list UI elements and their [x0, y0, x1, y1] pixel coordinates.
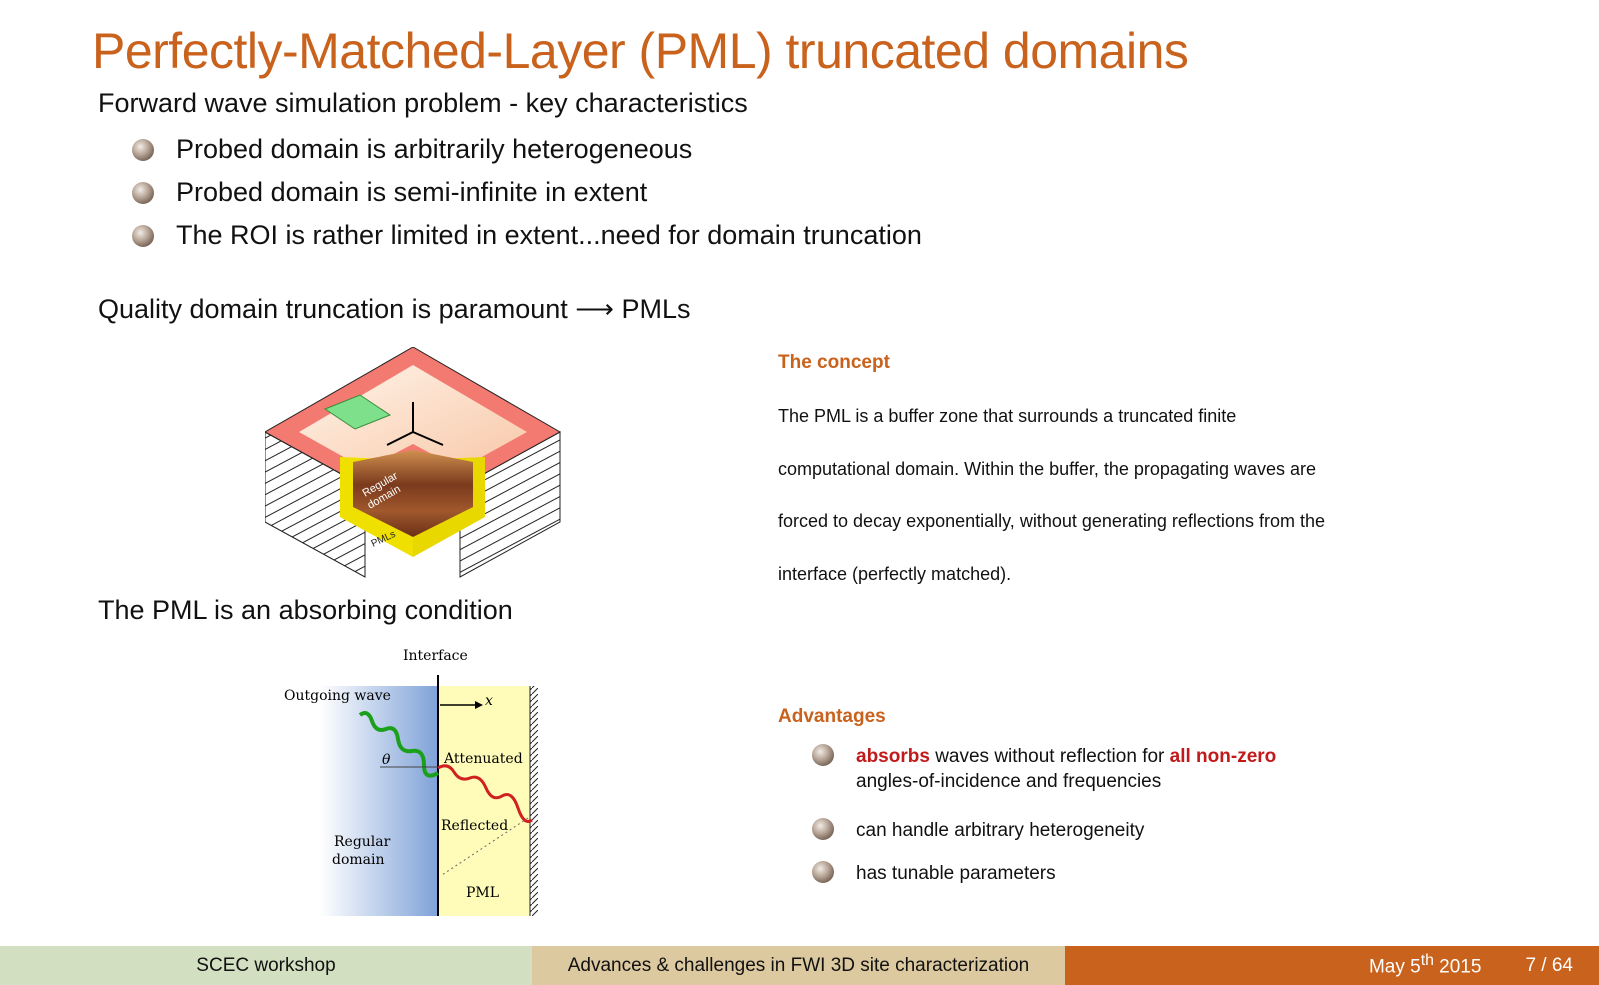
- concept-line: forced to decay exponentially, without g…: [778, 511, 1325, 531]
- text: has tunable parameters: [856, 863, 1056, 884]
- text: angles-of-incidence and frequencies: [856, 771, 1162, 792]
- section-heading: Forward wave simulation problem - key ch…: [98, 88, 748, 118]
- concept-line: computational domain. Within the buffer,…: [778, 458, 1316, 479]
- section-heading-truncation: Quality domain truncation is paramount ⟶…: [98, 294, 691, 325]
- advantages-title: Advantages: [778, 706, 886, 727]
- bullet-text: Probed domain is semi-infinite in extent: [176, 177, 648, 207]
- domain-label: domain: [332, 852, 385, 868]
- concept-title: The concept: [778, 352, 890, 373]
- bullet-text: Probed domain is arbitrarily heterogeneo…: [176, 134, 693, 164]
- footer-talk: Advances & challenges in FWI 3D site cha…: [532, 946, 1065, 985]
- heading-text: PMLs: [621, 294, 691, 324]
- footer-event: SCEC workshop: [0, 946, 532, 985]
- bullet-text: The ROI is rather limited in extent...ne…: [176, 220, 922, 250]
- bullet-item: Probed domain is arbitrarily heterogeneo…: [132, 134, 692, 165]
- concept-line: The PML is a buffer zone that surrounds …: [778, 406, 1237, 426]
- bullet-ball-icon: [812, 744, 834, 766]
- slide-title: Perfectly-Matched-Layer (PML) truncated …: [92, 23, 1189, 79]
- bullet-ball-icon: [132, 224, 154, 247]
- heading-text: Quality domain truncation is paramount: [98, 294, 568, 324]
- bullet-ball-icon: [132, 138, 154, 161]
- event-name: SCEC workshop: [196, 954, 336, 976]
- attenuated-label: Attenuated: [443, 751, 523, 767]
- text: can handle arbitrary heterogeneity: [856, 820, 1145, 841]
- bullet-ball-icon: [132, 181, 154, 204]
- interface-label: Interface: [403, 648, 468, 664]
- pml-interface-figure: Interface Outgoing wave x θ Attenuated R…: [284, 648, 538, 916]
- long-arrow-icon: ⟶: [575, 294, 614, 324]
- bullet-item: Probed domain is semi-infinite in extent: [132, 177, 647, 208]
- page-number: 7 / 64: [1525, 954, 1573, 976]
- concept-line: interface (perfectly matched).: [778, 563, 1012, 584]
- concept-text: The PML is a buffer zone that surrounds …: [778, 390, 1438, 600]
- date-sup: th: [1420, 952, 1434, 970]
- section-heading-absorbing: The PML is an absorbing condition: [98, 595, 513, 625]
- date: May 5th 2015: [1369, 952, 1482, 978]
- emphasis: absorbs: [856, 746, 930, 767]
- outgoing-wave-label: Outgoing wave: [284, 688, 391, 704]
- theta-label: θ: [382, 752, 391, 768]
- regular-label: Regular: [334, 834, 391, 850]
- bullet-item: The ROI is rather limited in extent...ne…: [132, 220, 922, 251]
- bullet-ball-icon: [812, 861, 834, 883]
- talk-title: Advances & challenges in FWI 3D site cha…: [567, 954, 1030, 976]
- pml-label: PML: [466, 885, 499, 901]
- reflected-label: Reflected: [441, 818, 508, 834]
- date-day: May 5: [1368, 956, 1421, 978]
- date-year: 2015: [1439, 956, 1482, 978]
- emphasis: all non-zero: [1169, 746, 1277, 767]
- bullet-ball-icon: [812, 818, 834, 840]
- text: waves without reflection for: [929, 746, 1170, 767]
- footer-date-page: May 5th 2015 7 / 64: [1065, 946, 1599, 985]
- pml-3d-domain-figure: Regular domain PMLs: [265, 347, 562, 578]
- x-axis-label: x: [485, 693, 493, 709]
- footer: SCEC workshop Advances & challenges in F…: [0, 946, 1599, 985]
